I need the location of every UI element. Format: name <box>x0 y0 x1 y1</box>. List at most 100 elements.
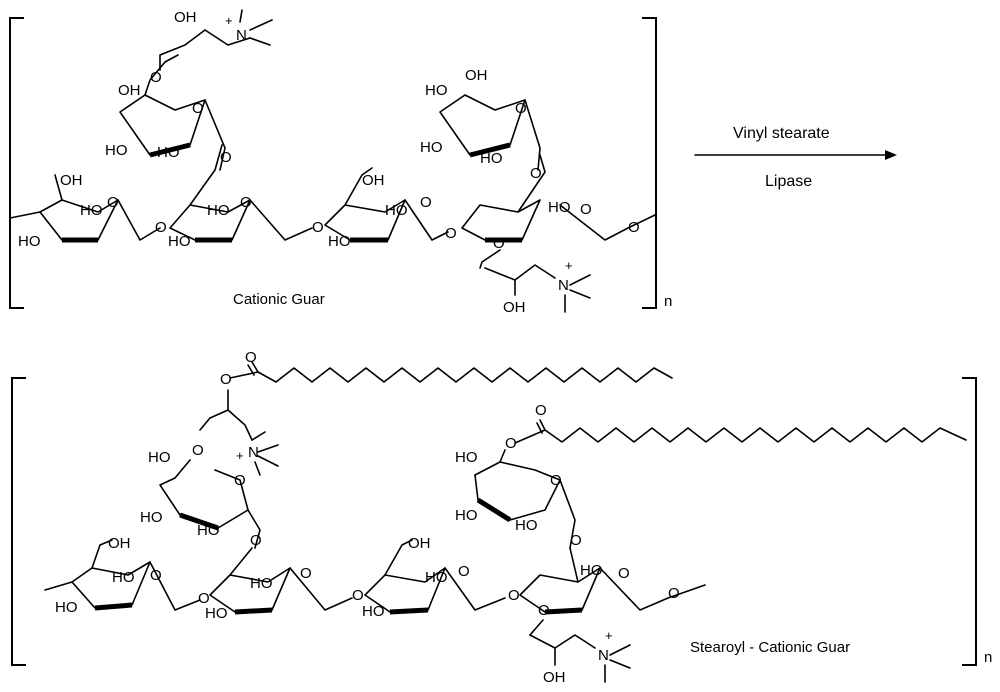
backbone-ring: HO HO O O <box>205 547 364 622</box>
atom-label-ho: HO <box>18 233 41 250</box>
atom-label-o: O <box>220 149 232 166</box>
atom-label-o: O <box>580 201 592 218</box>
bond-line <box>251 431 266 441</box>
bond-line <box>484 264 556 281</box>
reactant-repeat-n: n <box>664 293 672 310</box>
atom-label-ho: HO <box>112 569 135 586</box>
bond-line <box>517 154 546 213</box>
atom-label-oh: OH <box>362 172 385 189</box>
bond-line <box>539 419 546 431</box>
bond-line <box>479 249 501 269</box>
atom-label-ho: HO <box>425 82 448 99</box>
bond-line <box>71 561 151 609</box>
reactant-caption: Cationic Guar <box>233 291 325 308</box>
wedge-bond <box>94 602 133 611</box>
atom-label-ho: HO <box>168 233 191 250</box>
wedge-bond <box>544 607 583 615</box>
product-left-bracket <box>11 377 26 666</box>
wedge-bond <box>476 497 512 523</box>
atom-label-ho: HO <box>148 449 171 466</box>
backbone-ring: OH HO HO O O <box>44 535 210 616</box>
atom-label-oh: OH <box>408 535 431 552</box>
bond-line <box>91 539 113 569</box>
atom-label-o: O <box>535 402 547 419</box>
atom-label-o: O <box>300 565 312 582</box>
bond-line <box>439 94 526 156</box>
bond-line <box>257 444 279 453</box>
reactant-cationic-guar: n OH HO HO O O HO HO O O <box>9 9 672 316</box>
atom-label-ho: HO <box>157 144 180 161</box>
bond-line <box>254 461 261 476</box>
bond-line <box>404 199 449 241</box>
bond-line <box>609 659 631 669</box>
bond-line <box>44 581 73 591</box>
atom-label-ho: HO <box>205 605 228 622</box>
cationic-arm: OH + N <box>159 9 273 71</box>
wedge-bond <box>234 607 273 615</box>
cationic-arm: OH + N <box>529 628 631 686</box>
bond-line <box>249 19 273 31</box>
product-right-bracket <box>962 377 977 666</box>
bond-line <box>249 199 313 241</box>
atom-label-plus: + <box>605 628 613 643</box>
atom-label-o: O <box>192 442 204 459</box>
atom-label-o: O <box>352 587 364 604</box>
wedge-bond <box>469 142 511 158</box>
atom-label-ho: HO <box>425 569 448 586</box>
atom-label-ho: HO <box>480 150 503 167</box>
atom-label-ho: HO <box>420 139 443 156</box>
bond-line <box>229 547 253 576</box>
bond-line <box>204 99 226 171</box>
atom-label-o: O <box>107 194 119 211</box>
atom-label-ho: HO <box>515 517 538 534</box>
bond-line <box>239 9 243 23</box>
atom-label-o: O <box>550 472 562 489</box>
bond-line <box>159 29 251 71</box>
atom-label-o: O <box>150 567 162 584</box>
galactose-side-ring: OH O HO HO O O <box>105 54 232 171</box>
backbone-ring: OH HO HO O O <box>9 172 167 250</box>
atom-label-ho: HO <box>55 599 78 616</box>
reactant-left-bracket <box>9 17 24 309</box>
bond-line <box>117 199 161 241</box>
atom-label-ho: HO <box>385 202 408 219</box>
atom-label-o: O <box>515 100 527 117</box>
atom-label-ho: HO <box>105 142 128 159</box>
wedge-bond <box>389 607 429 615</box>
atom-label-o: O <box>312 219 324 236</box>
reagent-label: Vinyl stearate <box>733 125 830 142</box>
atom-label-o: O <box>220 371 232 388</box>
bond-line <box>189 144 223 206</box>
atom-label-o: O <box>618 565 630 582</box>
atom-label-ho: HO <box>548 199 571 216</box>
bond-line <box>144 54 179 96</box>
atom-label-oh: OH <box>118 82 141 99</box>
atom-label-n: N <box>558 277 569 294</box>
atom-label-o: O <box>192 100 204 117</box>
galactose-side-ring: HO O HO HO O O <box>455 435 582 549</box>
bond-line <box>559 479 576 549</box>
bond-line <box>159 459 249 529</box>
bond-line <box>9 211 41 219</box>
atom-label-o: O <box>493 235 505 252</box>
atom-label-o: O <box>234 472 246 489</box>
bond-line <box>569 547 579 583</box>
atom-label-o: O <box>420 194 432 211</box>
bond-line <box>474 461 561 521</box>
bond-line <box>247 509 261 549</box>
product-stearoyl-cationic-guar: n O O + N O HO O HO <box>11 349 992 686</box>
bond-line <box>249 37 271 46</box>
atom-label-n: N <box>248 444 259 461</box>
atom-label-o: O <box>668 585 680 602</box>
atom-label-n: N <box>598 647 609 664</box>
atom-label-ho: HO <box>80 202 103 219</box>
backbone-ring: HO O O O <box>519 547 706 636</box>
backbone-ring: OH HO HO O O <box>324 167 457 250</box>
reaction-arrow-group: Vinyl stearate Lipase <box>694 125 897 190</box>
bond-line <box>344 167 373 206</box>
bond-line <box>609 644 631 656</box>
atom-label-oh: OH <box>543 669 566 686</box>
atom-label-o: O <box>505 435 517 452</box>
atom-label-o: O <box>628 219 640 236</box>
atom-label-o: O <box>538 602 550 619</box>
